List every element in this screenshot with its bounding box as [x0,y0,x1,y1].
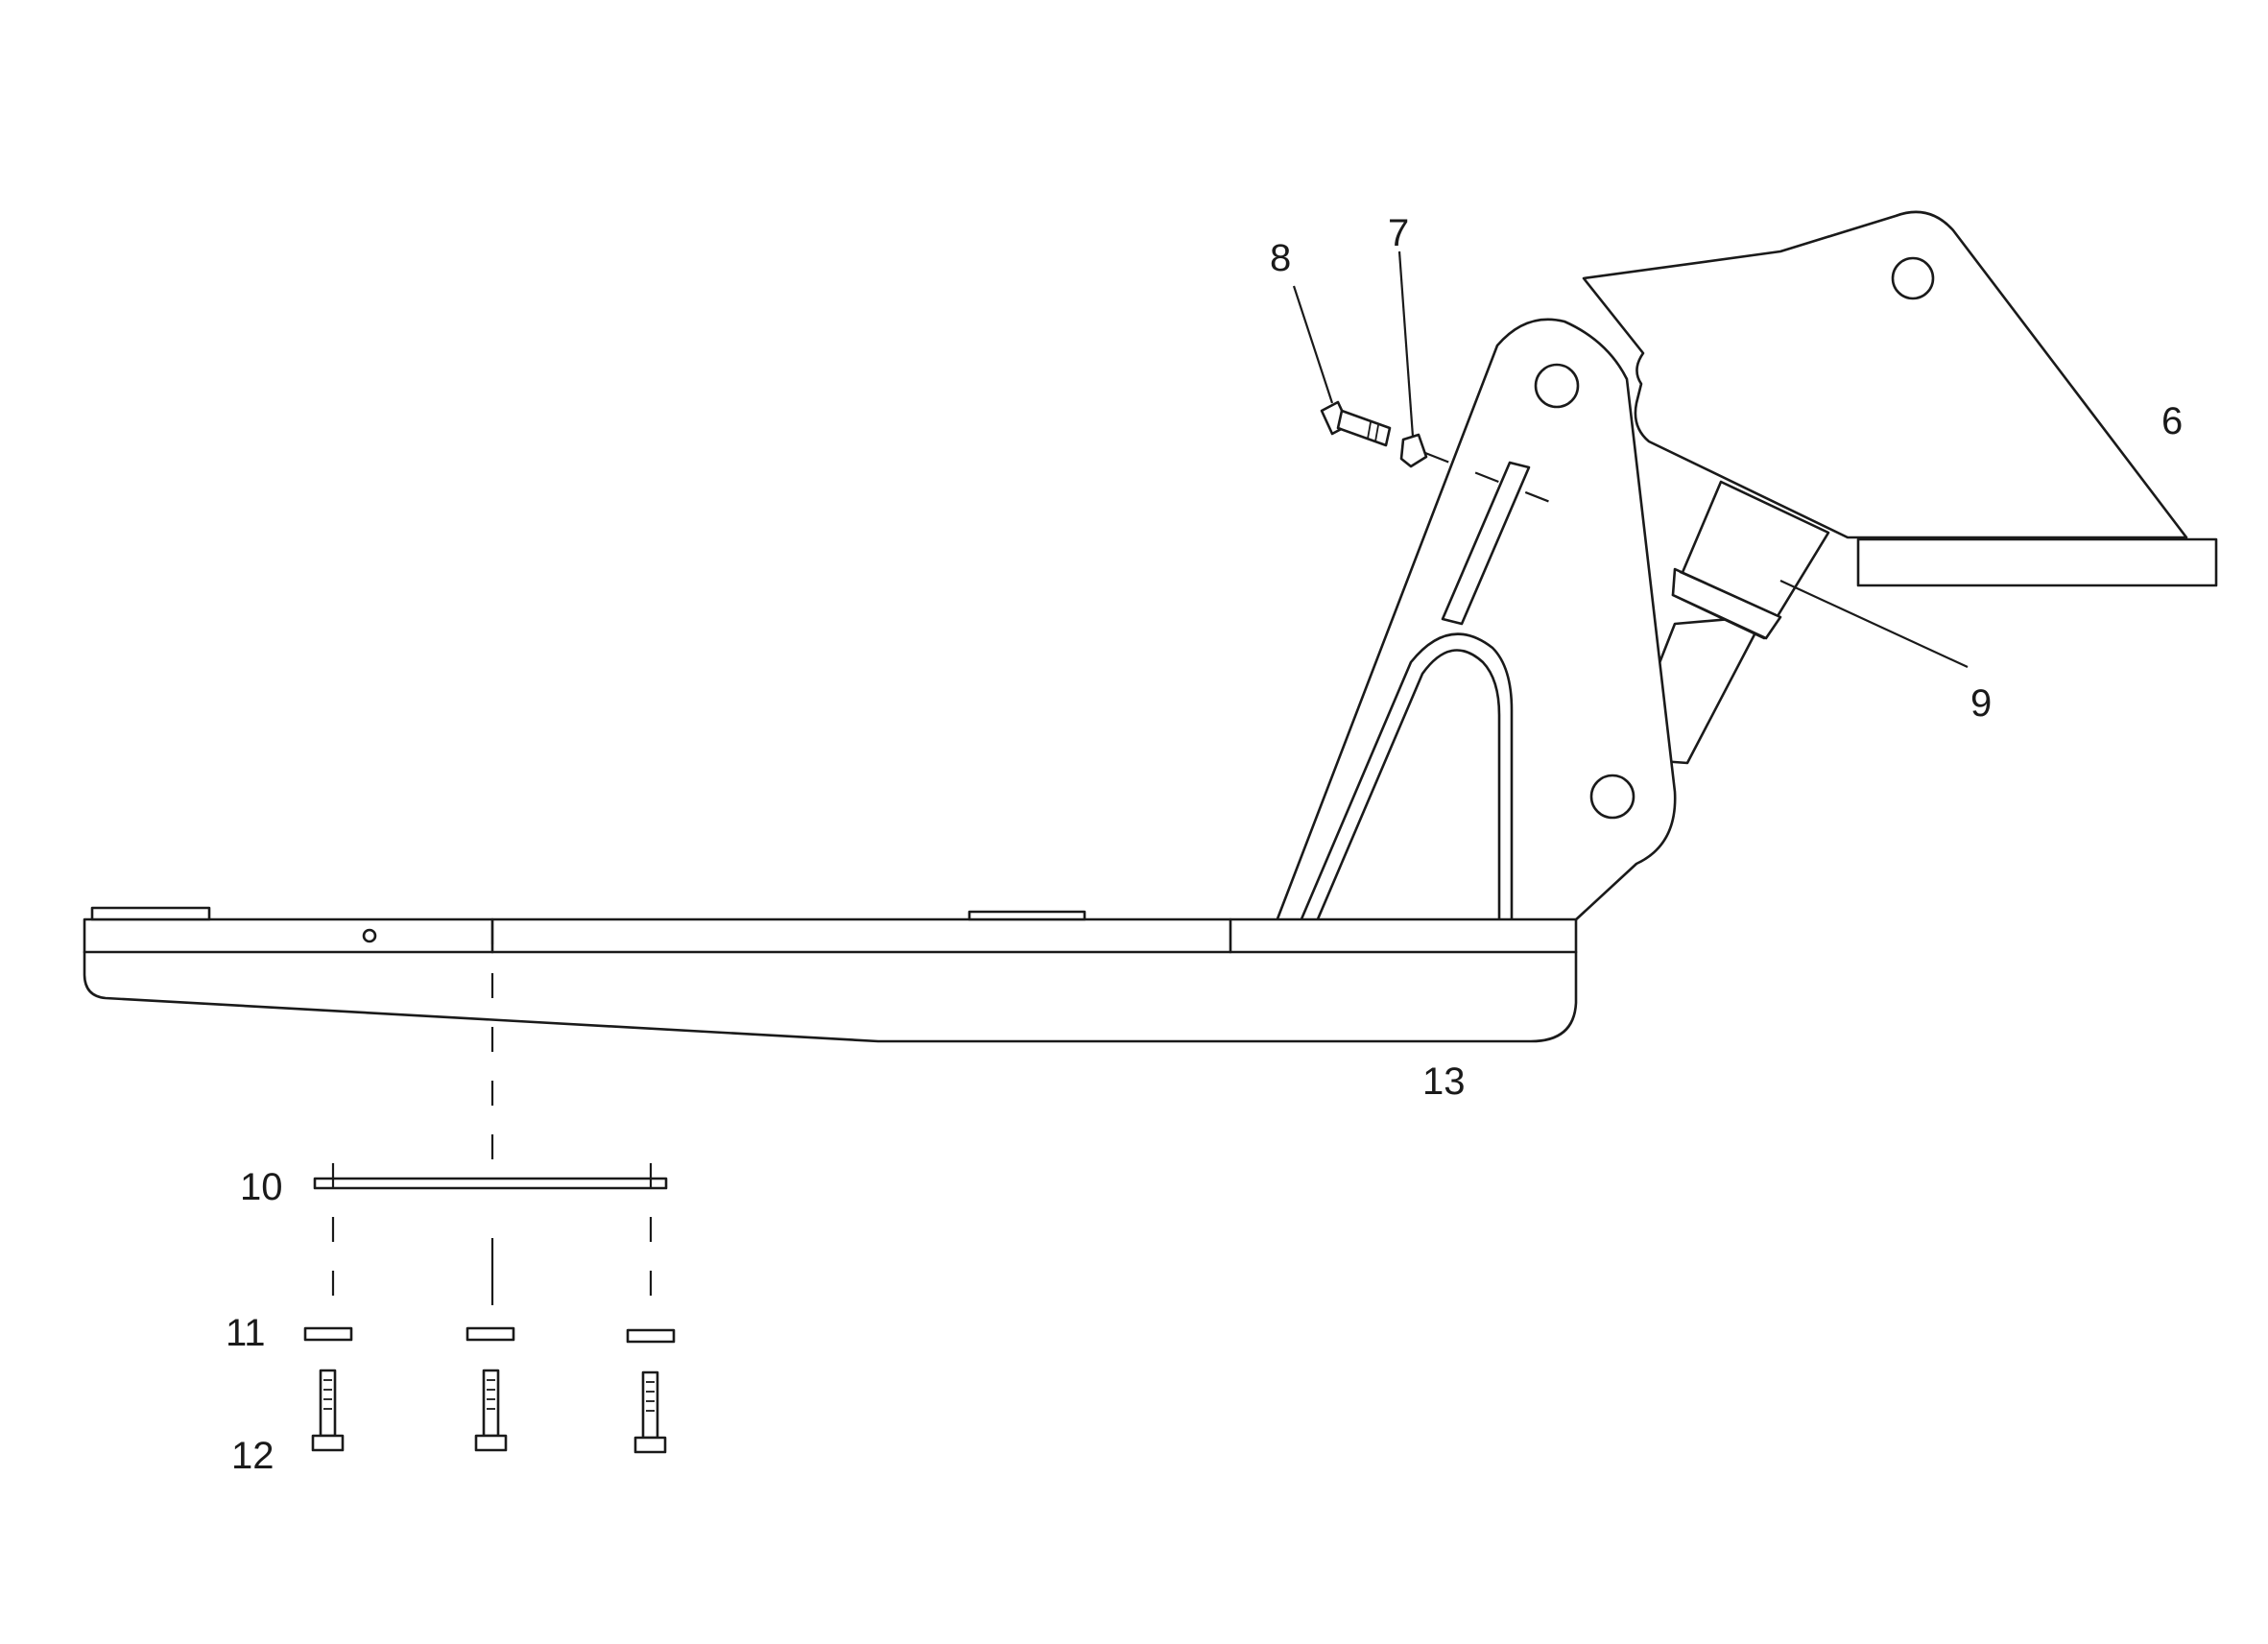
leader-lines [1292,250,1969,668]
callout-8: 8 [1270,237,1291,279]
nut-part-7 [1399,433,1428,468]
bracket-plate [1582,210,2218,587]
plate-part-10 [313,1163,668,1305]
callout-13: 13 [1422,1060,1466,1103]
washers-part-11 [303,1326,676,1344]
bolt-centerline [1424,451,1556,506]
base-frame [83,906,1578,1043]
callout-11: 11 [226,1312,266,1354]
bolts-part-12 [311,1369,667,1454]
callout-10: 10 [240,1166,283,1208]
callout-9: 9 [1970,682,1992,725]
callout-12: 12 [231,1435,275,1477]
bolt-part-8 [1320,400,1392,447]
main-arm [1275,318,1677,923]
callout-6: 6 [2161,400,2183,442]
callout-7: 7 [1388,212,1409,254]
